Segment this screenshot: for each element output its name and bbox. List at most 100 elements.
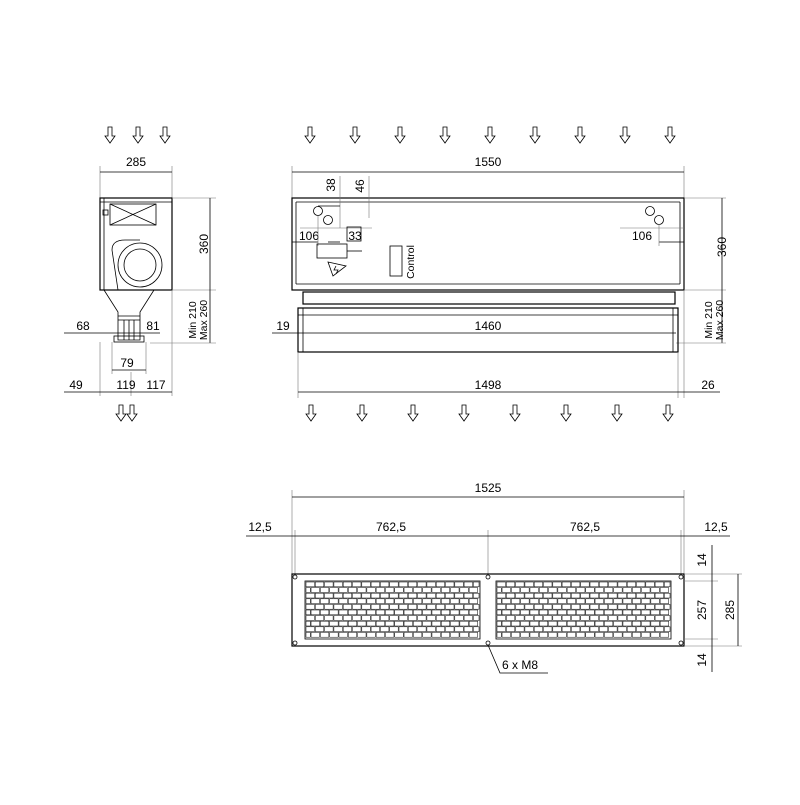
- grille-slot: [352, 592, 362, 599]
- grille-slot: [580, 604, 590, 610]
- grille-slot: [557, 598, 567, 604]
- dim-front-1498: 1498: [475, 378, 502, 392]
- grille-slot: [315, 581, 325, 588]
- grille-slot: [543, 626, 553, 632]
- grille-slot: [450, 598, 460, 604]
- grille-slot: [435, 615, 445, 621]
- grille-slot: [380, 615, 390, 621]
- grille-slot: [580, 615, 590, 621]
- grille-slot: [348, 609, 357, 616]
- grille-slot: [463, 604, 473, 610]
- grille-slot: [496, 592, 506, 599]
- grille-slot: [552, 615, 562, 621]
- grille-slot: [310, 609, 320, 616]
- grille-slot: [515, 581, 525, 588]
- grille-frame-right: [495, 580, 672, 640]
- grille-slot: [315, 626, 325, 632]
- dim-grille-top: 14: [695, 553, 709, 567]
- grille-slot: [520, 620, 530, 627]
- grille-slot: [352, 581, 362, 588]
- grille-slot: [548, 609, 558, 616]
- grille-slot: [515, 626, 525, 632]
- grille-slot: [626, 581, 636, 588]
- airflow-arrow-icon: [126, 404, 138, 422]
- grille-slot: [654, 581, 664, 588]
- grille-slot: [310, 620, 320, 627]
- grille-slot: [370, 615, 380, 621]
- grille-slot: [435, 592, 445, 599]
- grille-slot: [650, 598, 660, 604]
- grille-slot: [413, 609, 423, 616]
- grille-slot: [561, 592, 571, 599]
- airflow-arrow-icon: [356, 404, 368, 422]
- front-view: 1550 38 46 106 33 106: [272, 126, 729, 422]
- airflow-arrow-icon: [159, 126, 171, 144]
- grille-slot: [599, 615, 609, 621]
- grille-slot: [375, 598, 385, 604]
- screw-top-center: [485, 574, 491, 580]
- grille-slot: [352, 604, 362, 610]
- grille-slot: [431, 620, 441, 627]
- grille-slot: [333, 615, 343, 621]
- grille-slot: [650, 609, 660, 616]
- grille-slot: [389, 615, 399, 621]
- grille-slot: [501, 587, 511, 593]
- grille-slot: [533, 604, 543, 610]
- grille-slot: [426, 626, 436, 632]
- grille-slot: [613, 609, 623, 616]
- grille-slot: [511, 620, 521, 627]
- grille-slot: [548, 598, 558, 604]
- grille-slot: [342, 615, 352, 621]
- grille-slot: [561, 615, 571, 621]
- grille-slot: [394, 632, 404, 638]
- dim-front-19: 19: [276, 319, 290, 333]
- screw-top-left: [292, 574, 298, 580]
- grille-slot: [511, 598, 521, 604]
- grille-slot: [338, 598, 348, 604]
- grille-slot: [361, 626, 371, 632]
- grille-slot: [431, 632, 441, 638]
- grille-slot: [604, 587, 614, 593]
- grille-slot: [515, 615, 525, 621]
- grille-slot: [338, 587, 348, 593]
- airflow-arrows-side-bottom: [115, 404, 138, 422]
- grille-slot: [659, 587, 669, 593]
- grille-slot: [632, 609, 641, 616]
- dim-front-46: 46: [353, 179, 367, 193]
- grille-slot: [459, 620, 469, 627]
- grille-slot: [342, 592, 352, 599]
- grille-slot: [426, 615, 436, 621]
- dim-grille-half-left: 762,5: [376, 520, 406, 534]
- grille-slot: [441, 609, 450, 616]
- grille-slot: [473, 615, 480, 621]
- grille-slot: [533, 592, 543, 599]
- grille-slot: [626, 592, 636, 599]
- dim-grille-285: 285: [723, 600, 737, 620]
- grille-slot: [543, 615, 553, 621]
- grille-slot: [599, 604, 609, 610]
- dim-side-79: 79: [120, 356, 134, 370]
- grille-slot: [473, 604, 480, 610]
- grille-slot: [473, 592, 480, 599]
- grille-slot: [511, 587, 521, 593]
- grille-slot: [394, 587, 404, 593]
- grille-slot: [533, 626, 543, 632]
- grille-slot: [585, 632, 595, 638]
- airflow-arrow-icon: [664, 126, 676, 144]
- grille-slot: [389, 626, 399, 632]
- grille-slot: [650, 632, 660, 638]
- grille-slot: [320, 587, 330, 593]
- grille-slot: [342, 604, 352, 610]
- screw-bottom-left: [292, 640, 298, 646]
- grille-slot: [370, 581, 380, 588]
- grille-slot: [357, 609, 367, 616]
- grille-slot: [594, 587, 604, 593]
- grille-slot: [585, 609, 595, 616]
- grille-slot: [552, 581, 562, 588]
- grille-slot: [576, 632, 586, 638]
- grille-slot: [515, 604, 525, 610]
- grille-slot: [450, 620, 460, 627]
- grille-slot: [315, 615, 325, 621]
- grille-slot: [366, 609, 376, 616]
- side-view: 285 360 Min 210 Max 260 6: [64, 126, 216, 422]
